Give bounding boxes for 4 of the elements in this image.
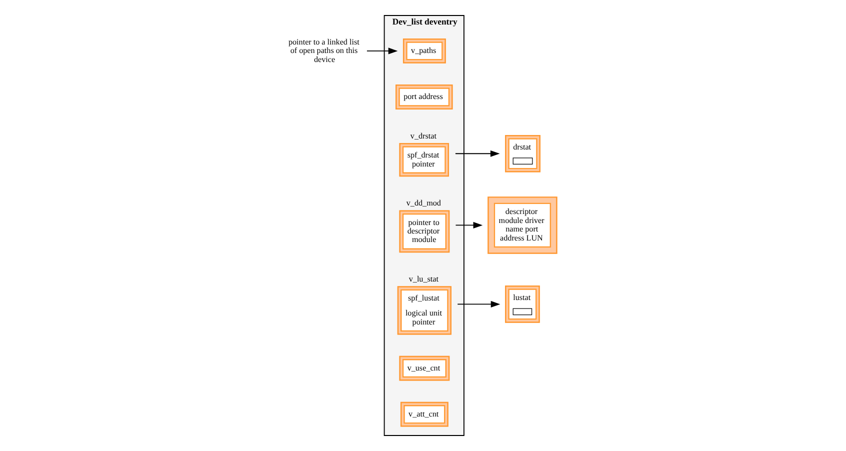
arrow	[454, 222, 482, 228]
arrow	[456, 300, 500, 308]
arrow	[366, 48, 398, 54]
arrow	[454, 150, 500, 157]
